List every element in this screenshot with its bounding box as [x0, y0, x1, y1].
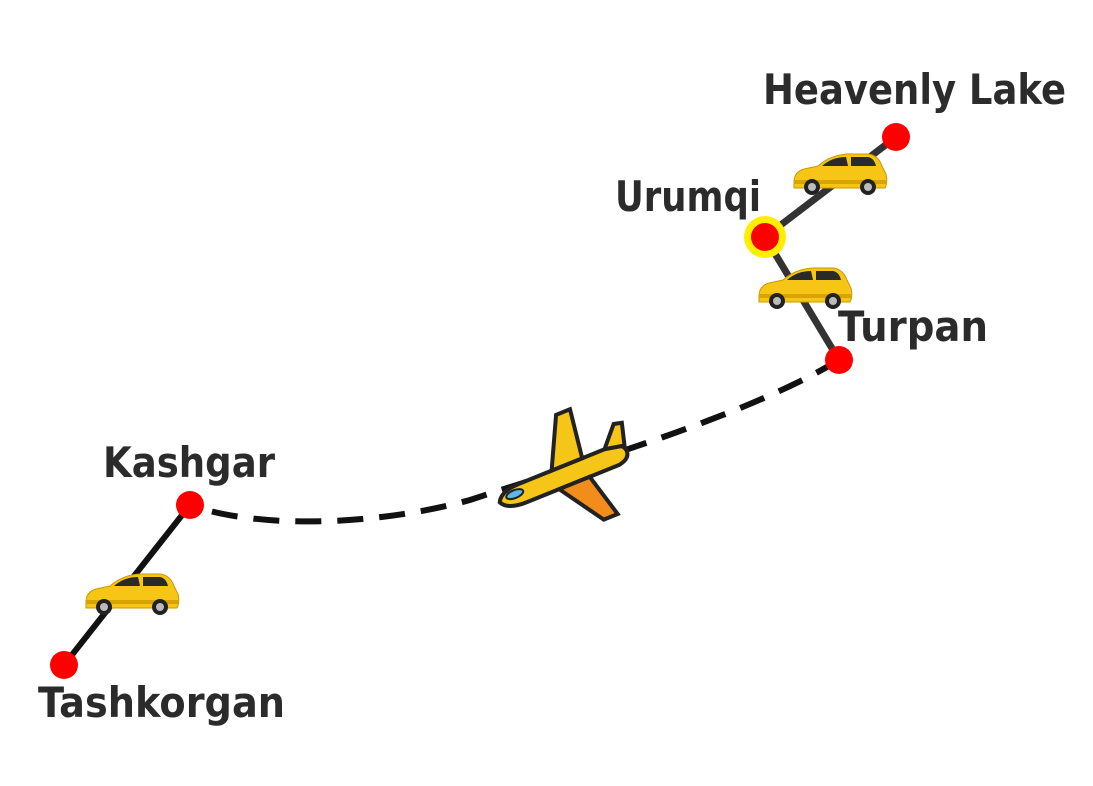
stop-marker-turpan[interactable] — [825, 346, 853, 374]
label-kashgar: Kashgar — [103, 438, 275, 487]
flight-route-turpan-kashgar — [188, 357, 841, 525]
label-tashkorgan: Tashkorgan — [38, 678, 285, 727]
car-icon — [85, 573, 180, 616]
car-icon — [793, 153, 888, 196]
stop-marker-tashkorgan[interactable] — [50, 651, 78, 679]
stop-marker-kashgar[interactable] — [176, 491, 204, 519]
label-turpan: Turpan — [838, 302, 988, 351]
stop-marker-urumqi[interactable] — [751, 223, 779, 251]
label-urumqi: Urumqi — [615, 172, 761, 221]
airplane-icon — [497, 406, 630, 522]
stop-marker-heavenly-lake[interactable] — [882, 123, 910, 151]
label-heavenly-lake: Heavenly Lake — [763, 65, 1066, 114]
